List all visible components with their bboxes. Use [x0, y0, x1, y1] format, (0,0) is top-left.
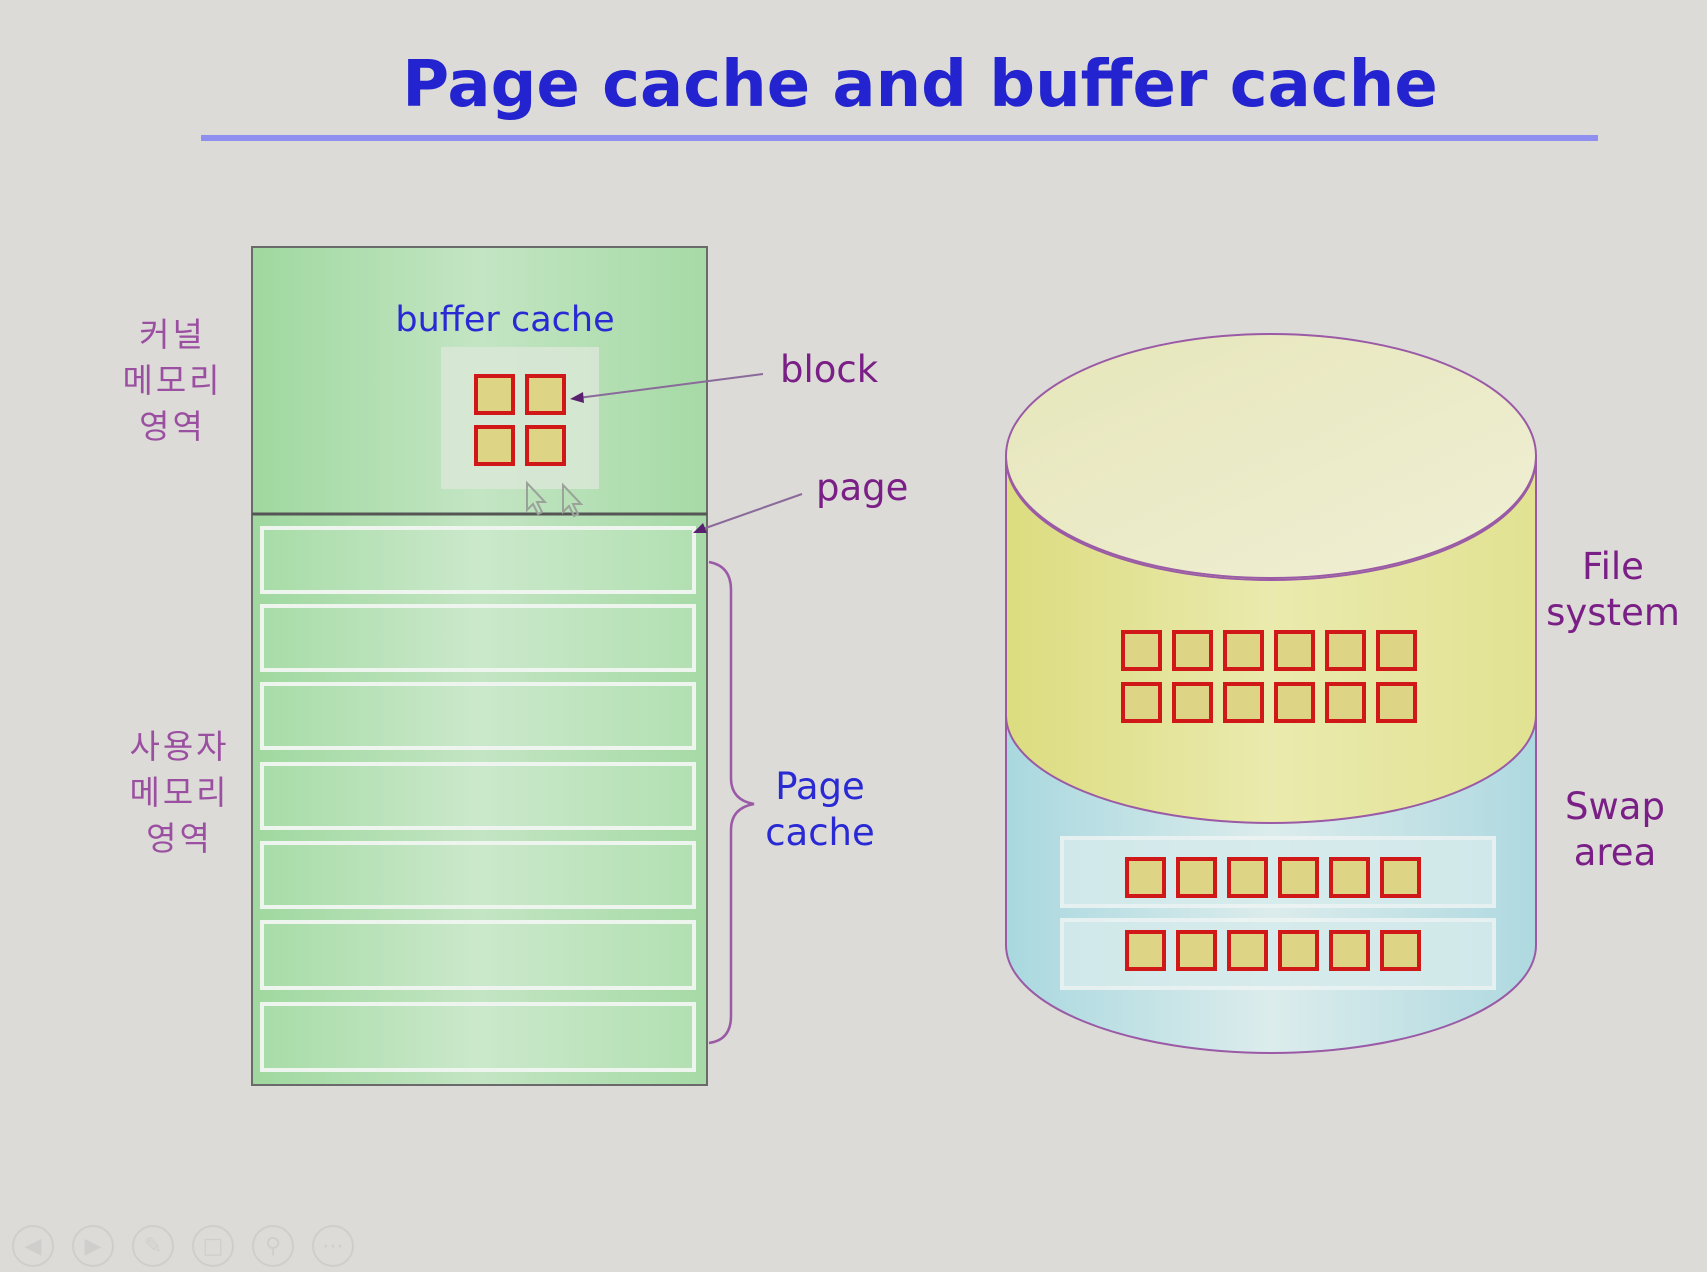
fs-block — [1121, 630, 1162, 671]
buffer-cache-label: buffer cache — [395, 300, 615, 340]
page-cache-label-line: Page — [775, 765, 865, 808]
fs-block — [1376, 682, 1417, 723]
user-memory-label-line: 메모리 — [129, 773, 230, 812]
page-label: page — [816, 466, 909, 509]
swap-block — [1125, 930, 1166, 971]
slides-icon[interactable]: □ — [192, 1225, 234, 1267]
fs-block — [1274, 630, 1315, 671]
slide-title: Page cache and buffer cache — [402, 48, 1438, 122]
page-arrowhead — [693, 523, 707, 533]
more-icon[interactable]: ⋯ — [312, 1225, 354, 1267]
user-memory-label: 사용자 메모리 영역 — [112, 724, 247, 862]
file-system-label-line: File — [1582, 545, 1644, 588]
user-memory-label-line: 사용자 — [129, 727, 230, 766]
buffer-cache-panel — [441, 347, 599, 489]
buffer-block — [525, 425, 566, 466]
fs-block — [1223, 630, 1264, 671]
swap-block — [1278, 930, 1319, 971]
block-arrowhead — [570, 392, 584, 403]
pointer-icon — [526, 480, 548, 516]
buffer-block — [525, 374, 566, 415]
fs-block — [1172, 630, 1213, 671]
swap-block — [1125, 857, 1166, 898]
disk-diagram — [1005, 333, 1537, 1054]
kernel-memory-label-line: 영역 — [139, 407, 206, 446]
zoom-icon[interactable]: ⚲ — [252, 1225, 294, 1267]
swap-area-label-line: Swap — [1565, 785, 1665, 828]
file-system-blocks — [1121, 630, 1417, 723]
buffer-block — [474, 425, 515, 466]
disk-top-front-edge — [1005, 457, 1537, 581]
page-cache-brace — [708, 560, 755, 1045]
kernel-memory-label-line: 메모리 — [122, 361, 223, 400]
swap-block — [1329, 930, 1370, 971]
swap-block — [1227, 857, 1268, 898]
block-label: block — [780, 348, 879, 391]
disk-top — [1005, 333, 1537, 579]
kernel-memory-label: 커널 메모리 영역 — [110, 312, 235, 450]
title-rule — [201, 135, 1598, 141]
page-slot — [260, 762, 696, 830]
page-slot — [260, 841, 696, 909]
pointer-icon — [562, 482, 584, 518]
page-slot — [260, 682, 696, 750]
swap-block — [1380, 930, 1421, 971]
prev-icon[interactable]: ◀ — [12, 1225, 54, 1267]
buffer-block — [474, 374, 515, 415]
swap-blocks — [1125, 857, 1421, 971]
page-arrow — [699, 493, 803, 531]
page-slots — [260, 526, 696, 1072]
fs-block — [1274, 682, 1315, 723]
page-slot — [260, 1002, 696, 1072]
slideshow-toolbar: ◀ ▶ ✎ □ ⚲ ⋯ — [12, 1225, 354, 1269]
swap-area-label-line: area — [1573, 831, 1657, 874]
swap-block — [1227, 930, 1268, 971]
file-system-label-line: system — [1546, 591, 1680, 634]
fs-block — [1376, 630, 1417, 671]
page-slot — [260, 604, 696, 672]
page-slot — [260, 920, 696, 990]
fs-block — [1325, 682, 1366, 723]
swap-area-label: Swap area — [1555, 784, 1675, 876]
fs-block — [1172, 682, 1213, 723]
swap-block — [1176, 930, 1217, 971]
page-slot — [260, 526, 696, 594]
swap-block — [1176, 857, 1217, 898]
swap-block — [1278, 857, 1319, 898]
kernel-memory-label-line: 커널 — [139, 315, 206, 354]
memory-diagram — [251, 246, 803, 1086]
swap-block — [1380, 857, 1421, 898]
page-cache-label-line: cache — [765, 811, 875, 854]
file-system-label: File system — [1543, 544, 1683, 636]
fs-block — [1121, 682, 1162, 723]
fs-block — [1325, 630, 1366, 671]
user-memory-label-line: 영역 — [146, 819, 213, 858]
page-cache-label: Page cache — [755, 764, 885, 856]
block-arrow — [577, 373, 764, 399]
pen-icon[interactable]: ✎ — [132, 1225, 174, 1267]
next-icon[interactable]: ▶ — [72, 1225, 114, 1267]
swap-block — [1329, 857, 1370, 898]
fs-block — [1223, 682, 1264, 723]
